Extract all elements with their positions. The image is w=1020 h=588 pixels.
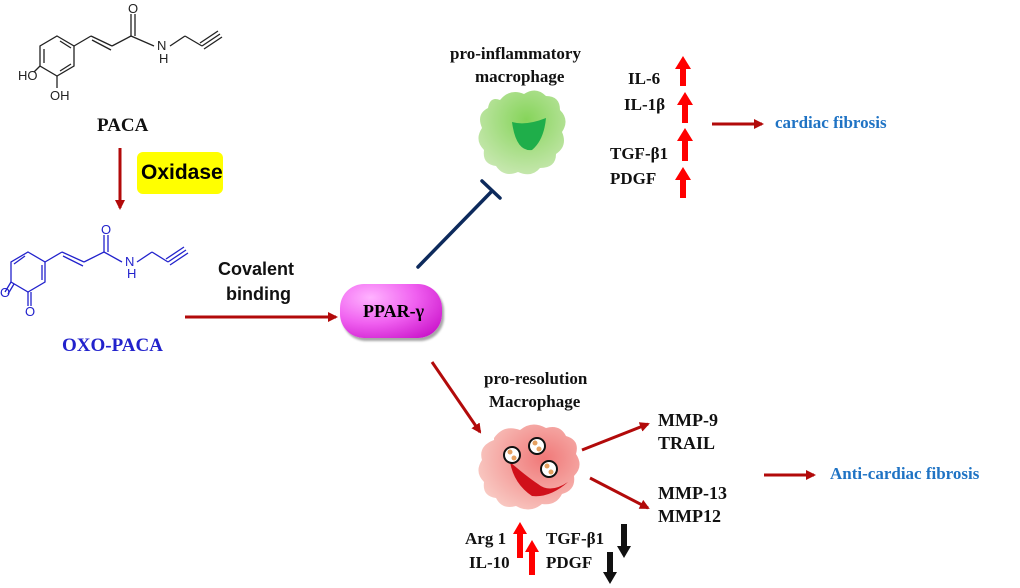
paca-ho-label: HO bbox=[18, 68, 38, 83]
paca-n-label: N bbox=[157, 38, 167, 53]
oxidase-badge bbox=[137, 152, 223, 194]
marker-il6: IL-6 bbox=[628, 69, 661, 88]
inhibition-line bbox=[416, 179, 502, 269]
product-trail: TRAIL bbox=[658, 433, 716, 453]
ppar-gamma-label: PPAR-γ bbox=[363, 301, 425, 321]
marker-tgfb1-up: TGF-β1 bbox=[610, 144, 669, 163]
marker-pdgf-up: PDGF bbox=[610, 169, 657, 188]
paca-h-label: H bbox=[159, 51, 169, 66]
oxo-h-label: H bbox=[127, 266, 137, 281]
marker-arg1: Arg 1 bbox=[465, 529, 507, 548]
marker-pdgf-down: PDGF bbox=[546, 553, 593, 572]
polarization-arrow bbox=[430, 361, 482, 434]
ppar-gamma-node bbox=[340, 284, 442, 338]
product-mmp9: MMP-9 bbox=[658, 410, 718, 430]
anti-cardiac-fibrosis-outcome: Anti-cardiac fibrosis bbox=[830, 464, 980, 483]
pro-resolution-down-arrows bbox=[603, 524, 631, 584]
covalent-binding-line1: Covalent bbox=[218, 259, 295, 279]
paca-oh-label: OH bbox=[50, 88, 70, 103]
covalent-binding-line2: binding bbox=[226, 284, 291, 304]
pro-resolution-title-line1: pro-resolution bbox=[484, 369, 588, 388]
product-mmp12: MMP12 bbox=[658, 506, 721, 526]
mmp9-arrow bbox=[581, 422, 650, 452]
pro-resolution-title-line2: Macrophage bbox=[489, 392, 581, 411]
pro-resolution-macrophage-shape bbox=[478, 424, 580, 510]
mmp13-arrow bbox=[589, 476, 650, 510]
pro-inflammatory-up-arrows bbox=[675, 56, 693, 198]
pro-resolution-up-arrows bbox=[513, 522, 539, 575]
oxo-o-label: O bbox=[101, 222, 112, 237]
paca-structure bbox=[33, 14, 223, 88]
pro-inflammatory-macrophage-shape bbox=[478, 90, 566, 175]
marker-il10: IL-10 bbox=[469, 553, 510, 572]
oxo-paca-name: OXO-PACA bbox=[62, 335, 163, 356]
cardiac-fibrosis-outcome: cardiac fibrosis bbox=[775, 113, 887, 132]
pro-inflammatory-title-line2: macrophage bbox=[475, 67, 565, 86]
paca-name: PACA bbox=[97, 115, 149, 136]
product-mmp13: MMP-13 bbox=[658, 483, 727, 503]
marker-tgfb1-down: TGF-β1 bbox=[546, 529, 605, 548]
pro-inflammatory-title-line1: pro-inflammatory bbox=[450, 44, 581, 63]
oxo-o2-label: O bbox=[25, 304, 36, 319]
paca-o-label: O bbox=[128, 1, 139, 16]
oxidase-label: Oxidase bbox=[141, 161, 223, 184]
marker-il1b: IL-1β bbox=[624, 95, 666, 114]
oxo-o1-label: O bbox=[0, 285, 11, 300]
oxo-n-label: N bbox=[125, 254, 135, 269]
oxo-paca-structure bbox=[4, 235, 189, 306]
